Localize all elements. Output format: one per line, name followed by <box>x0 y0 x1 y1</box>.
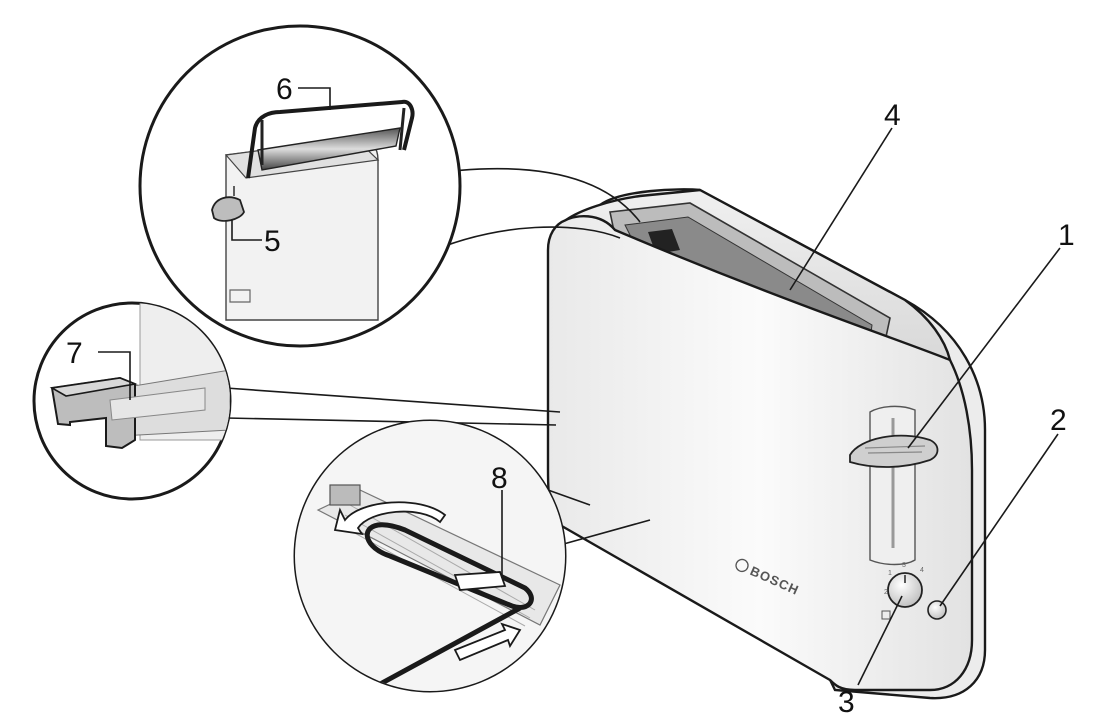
leader-1 <box>907 247 1061 449</box>
callout-8: 8 <box>491 462 508 495</box>
dial-mark-4: 4 <box>920 567 924 574</box>
leader-2 <box>939 433 1059 607</box>
toaster-body: 1 2 3 4 BOSCH <box>546 188 987 700</box>
callout-1: 1 <box>1058 219 1075 252</box>
detail-warming-rack: 6 5 <box>138 24 462 348</box>
callout-6: 6 <box>276 73 293 106</box>
callout-4: 4 <box>884 99 901 132</box>
defrost-icon <box>881 610 891 620</box>
dial-mark-1: 1 <box>888 570 892 577</box>
detail-cord-storage: 8 <box>293 419 567 693</box>
detail-crumb-tray: 7 <box>32 301 232 501</box>
dial-mark-3: 3 <box>902 562 906 569</box>
leader-3 <box>857 595 903 686</box>
callout-3: 3 <box>838 686 855 719</box>
callout-7: 7 <box>66 337 83 370</box>
brand-logo-icon <box>735 558 749 573</box>
callout-2: 2 <box>1050 404 1067 437</box>
callout-5: 5 <box>264 225 281 258</box>
dial-mark-2: 2 <box>884 589 888 596</box>
leader-4 <box>789 127 893 291</box>
